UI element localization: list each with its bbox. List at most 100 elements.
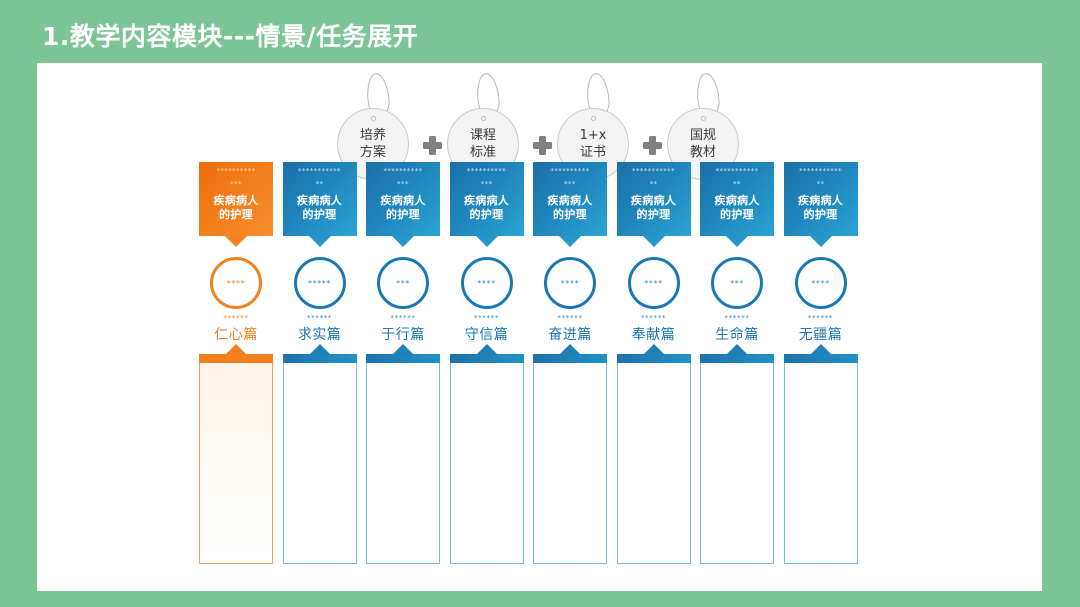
column-mini-stars: ****** <box>223 314 249 322</box>
header-title-line1: 疾病病人 <box>463 194 510 207</box>
module-column-1[interactable]: *************疾病病人的护理**********仁心篇 <box>199 162 273 582</box>
tag-hole-icon <box>590 116 596 121</box>
header-title-line1: 疾病病人 <box>797 194 844 207</box>
column-header-card[interactable]: *************疾病病人的护理 <box>199 162 273 247</box>
column-header-card[interactable]: *************疾病病人的护理 <box>533 162 607 247</box>
column-circle[interactable]: *** <box>377 257 429 309</box>
header-stars-line2: *** <box>230 180 242 188</box>
column-label: 于行篇 <box>381 327 425 343</box>
column-content-panel[interactable] <box>783 344 858 564</box>
column-header-card[interactable]: *************疾病病人的护理 <box>616 162 691 247</box>
header-stars-line2: ** <box>315 180 324 188</box>
module-column-7[interactable]: *************疾病病人的护理*********生命篇 <box>700 162 774 582</box>
header-notch-icon <box>475 236 498 247</box>
column-header-card[interactable]: *************疾病病人的护理 <box>449 162 524 247</box>
column-circle[interactable]: **** <box>627 257 680 309</box>
panel-notch-icon <box>475 344 498 355</box>
header-stars-line1: *********** <box>799 167 842 175</box>
header-title-line1: 疾病病人 <box>714 194 760 207</box>
tag-label-line1: 国规 <box>689 128 716 143</box>
header-title-line1: 疾病病人 <box>630 194 677 207</box>
column-content-panel[interactable] <box>700 344 774 564</box>
column-content-panel[interactable] <box>366 344 440 564</box>
column-content-panel[interactable] <box>533 344 607 564</box>
column-content-panel[interactable] <box>449 344 524 564</box>
column-content-panel[interactable] <box>282 344 357 564</box>
tag-hole-icon <box>700 116 706 121</box>
header-stars-line1: *********** <box>298 167 341 175</box>
header-notch-icon <box>809 236 832 247</box>
header-title-line2: 的护理 <box>803 208 838 221</box>
header-title-line1: 疾病病人 <box>547 194 593 207</box>
header-title-line1: 疾病病人 <box>296 194 343 207</box>
module-column-5[interactable]: *************疾病病人的护理**********奋进篇 <box>533 162 607 582</box>
column-circle[interactable]: **** <box>794 257 847 309</box>
header-notch-icon <box>392 236 414 247</box>
column-circle[interactable]: ***** <box>293 257 346 309</box>
column-circle[interactable]: *** <box>711 257 763 309</box>
panel-notch-icon <box>308 344 331 355</box>
tag-label-line1: 课程 <box>469 128 496 143</box>
tag-hole-icon <box>480 116 486 121</box>
header-notch-icon <box>225 236 247 247</box>
column-content-panel[interactable] <box>199 344 273 564</box>
header-title-line1: 疾病病人 <box>380 194 426 207</box>
module-column-6[interactable]: *************疾病病人的护理**********奉献篇 <box>616 162 691 582</box>
column-label: 仁心篇 <box>214 327 258 343</box>
header-stars-line1: ********** <box>550 167 590 175</box>
column-circle-wrap: ***** <box>283 254 357 312</box>
tag-label-line2: 方案 <box>359 145 386 160</box>
header-stars-line2: ** <box>733 180 741 188</box>
column-mini-stars: ****** <box>557 314 583 322</box>
column-label: 守信篇 <box>464 327 509 343</box>
header-stars-line2: *** <box>397 180 409 188</box>
circle-stars: **** <box>811 278 830 288</box>
plus-icon <box>533 136 552 155</box>
column-mini-stars: ****** <box>306 314 333 322</box>
panel-top-bar <box>199 354 273 363</box>
column-circle-wrap: *** <box>366 254 440 312</box>
header-stars-line2: *** <box>480 180 493 188</box>
column-mini-stars: ****** <box>473 314 500 322</box>
column-mini-stars: ****** <box>807 314 834 322</box>
column-circle[interactable]: **** <box>460 257 513 309</box>
column-header-card[interactable]: *************疾病病人的护理 <box>700 162 774 247</box>
header-notch-icon <box>308 236 331 247</box>
panel-top-bar <box>616 354 691 363</box>
header-notch-icon <box>559 236 581 247</box>
tag-label-line2: 证书 <box>579 145 606 160</box>
header-stars-line2: ** <box>816 180 825 188</box>
module-column-2[interactable]: *************疾病病人的护理***********求实篇 <box>282 162 357 582</box>
header-title-line2: 的护理 <box>386 208 420 221</box>
header-title-line2: 的护理 <box>636 208 671 221</box>
module-column-3[interactable]: *************疾病病人的护理*********于行篇 <box>366 162 440 582</box>
header-notch-icon <box>642 236 665 247</box>
module-column-4[interactable]: *************疾病病人的护理**********守信篇 <box>449 162 524 582</box>
header-title-line2: 的护理 <box>720 208 754 221</box>
circle-stars: **** <box>644 278 663 288</box>
column-circle-wrap: **** <box>199 254 273 312</box>
plus-icon <box>423 136 442 155</box>
circle-stars: **** <box>477 278 496 288</box>
panel-top-bar <box>533 354 607 363</box>
header-title-line2: 的护理 <box>302 208 337 221</box>
column-header-card[interactable]: *************疾病病人的护理 <box>282 162 357 247</box>
column-header-card[interactable]: *************疾病病人的护理 <box>366 162 440 247</box>
header-stars-line2: ** <box>649 180 658 188</box>
circle-stars: *** <box>730 278 744 288</box>
column-circle[interactable]: **** <box>210 257 262 309</box>
header-notch-icon <box>726 236 748 247</box>
column-label: 无疆篇 <box>798 327 843 343</box>
module-column-8[interactable]: *************疾病病人的护理**********无疆篇 <box>783 162 858 582</box>
plus-icon <box>643 136 662 155</box>
column-circle-wrap: *** <box>700 254 774 312</box>
column-circle[interactable]: **** <box>544 257 596 309</box>
column-header-card[interactable]: *************疾病病人的护理 <box>783 162 858 247</box>
panel-top-bar <box>700 354 774 363</box>
circle-stars: **** <box>560 278 580 288</box>
panel-notch-icon <box>726 344 748 355</box>
column-content-panel[interactable] <box>616 344 691 564</box>
tag-label-line2: 教材 <box>689 145 716 160</box>
column-mini-stars: ****** <box>724 314 750 322</box>
